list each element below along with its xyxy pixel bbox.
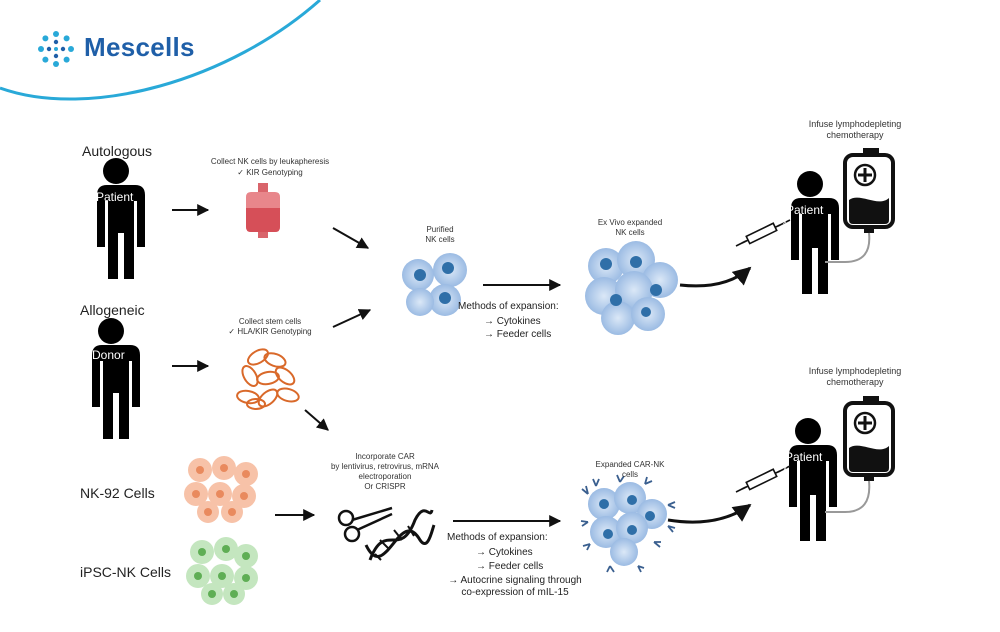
donor-silhouette-icon	[92, 318, 140, 439]
ipsc-title: iPSC-NK Cells	[80, 564, 172, 580]
infuse-bottom-person-label: Patient	[785, 450, 823, 464]
nk92-cells-icon	[184, 456, 258, 523]
ipsc-nk-cells-icon	[186, 537, 258, 605]
infuse-bottom-label: Infuse lymphodepleting chemotherapy	[808, 366, 902, 387]
expansion-bottom-item: → Cytokines	[476, 547, 533, 558]
iv-bag-icon	[825, 396, 895, 513]
exvivo-nk-cells-icon	[585, 241, 678, 335]
autologous-person-label: Patient	[96, 190, 134, 204]
autologous-check-label: ✓ KIR Genotyping	[237, 168, 303, 177]
patient-silhouette-icon	[97, 158, 145, 279]
arrow-bag-to-purified	[332, 227, 370, 249]
flower-dots-icon	[38, 31, 74, 67]
arrow-exvivo-to-patient	[679, 266, 752, 288]
exvivo-label: Ex Vivo expanded NK cells	[597, 218, 663, 237]
header-swoosh	[0, 0, 321, 101]
expansion-top-item: → Cytokines	[484, 316, 541, 327]
infuse-top-person-label: Patient	[786, 203, 824, 217]
expansion-bottom-title: Methods of expansion:	[447, 532, 548, 543]
car-label: Incorporate CAR by lentivirus, retroviru…	[330, 452, 440, 491]
arrow-stem-to-purified	[332, 309, 372, 328]
patient-silhouette-icon	[791, 171, 839, 294]
syringe-icon	[735, 219, 791, 247]
arrow-carnk-to-patient	[667, 503, 752, 524]
autologous-title: Autologous	[82, 143, 153, 159]
allogeneic-check-label: ✓ HLA/KIR Genotyping	[228, 327, 312, 336]
syringe-icon	[735, 465, 791, 493]
purified-nk-cells-icon	[402, 253, 467, 316]
patient-silhouette-icon	[789, 418, 837, 541]
expansion-bottom-item: → Autocrine signaling through co-express…	[448, 575, 582, 598]
purified-label: Purified NK cells	[425, 225, 455, 244]
expansion-top-title: Methods of expansion:	[458, 301, 559, 312]
allogeneic-title: Allogeneic	[80, 302, 145, 318]
donor-person-label: Donor	[92, 348, 125, 362]
expansion-top-item: → Feeder cells	[484, 329, 552, 340]
allogeneic-step-label: Collect stem cells	[238, 317, 302, 326]
scissors-dna-icon	[337, 506, 436, 561]
blood-bag-icon	[246, 183, 280, 238]
infuse-top-label: Infuse lymphodepleting chemotherapy	[808, 119, 902, 140]
nk92-title: NK-92 Cells	[80, 485, 155, 501]
autologous-step-label: Collect NK cells by leukapheresis	[210, 157, 330, 166]
car-nk-cells-icon	[580, 474, 676, 573]
infuse-bottom-mark: x	[783, 464, 787, 473]
stem-cells-icon	[236, 348, 300, 410]
iv-bag-icon	[825, 148, 895, 263]
car-nk-label: Expanded CAR-NK cells	[595, 460, 665, 479]
arrow-stem-to-car	[304, 409, 329, 431]
brand-name: Mescells	[84, 32, 195, 62]
expansion-bottom-item: → Feeder cells	[476, 561, 544, 572]
infuse-top-mark: x	[783, 217, 787, 226]
